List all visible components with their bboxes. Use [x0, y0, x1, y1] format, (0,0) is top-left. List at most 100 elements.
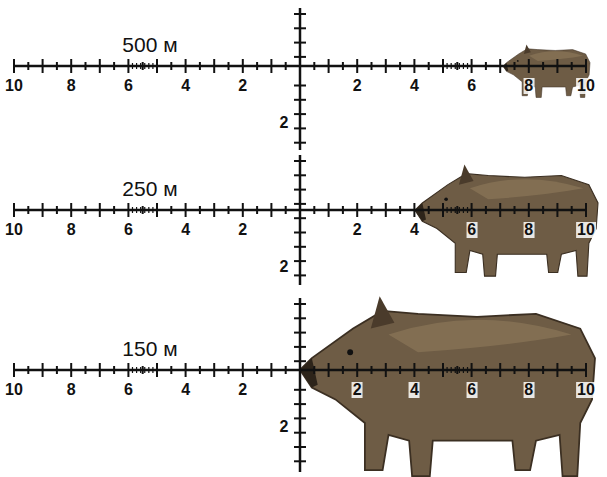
reticle-line — [144, 207, 145, 213]
reticle-line — [313, 62, 315, 70]
reticle-line — [542, 206, 544, 214]
reticle-line — [299, 203, 301, 217]
reticle-line — [270, 363, 272, 377]
scale-number: 4 — [409, 222, 420, 238]
reticle-line — [451, 207, 452, 213]
reticle-line — [556, 203, 558, 217]
reticle-line — [294, 160, 306, 162]
reticle-line — [571, 62, 573, 70]
reticle-line — [113, 366, 115, 374]
reticle-line — [256, 62, 258, 70]
reticle-line — [85, 366, 87, 374]
reticle-line — [294, 142, 306, 144]
reticle-line — [467, 207, 468, 213]
scale-number: 6 — [466, 222, 477, 238]
scale-number: 10 — [576, 78, 596, 94]
reticle-line — [127, 203, 129, 217]
reticle-line — [136, 63, 137, 69]
scale-number: 6 — [123, 222, 134, 238]
reticle-line — [148, 63, 149, 69]
reticle-line — [313, 206, 315, 214]
reticle-line — [13, 59, 15, 73]
reticle-line — [294, 317, 306, 319]
reticle-line — [156, 203, 158, 217]
reticle-line — [294, 174, 306, 176]
scale-number: 6 — [466, 78, 477, 94]
reticle-line — [499, 363, 501, 377]
reticle-line — [485, 366, 487, 374]
reticle-line — [299, 59, 301, 73]
reticle-line — [356, 203, 358, 217]
scale-number: 4 — [409, 382, 420, 398]
reticle-line — [27, 62, 29, 70]
reticle-line — [70, 203, 72, 217]
scale-number: 6 — [123, 382, 134, 398]
reticle-line — [113, 62, 115, 70]
scale-number: 2 — [279, 419, 290, 435]
reticle-line — [132, 63, 133, 69]
reticle-line — [199, 206, 201, 214]
reticle-line — [467, 63, 468, 69]
reticle-line — [242, 59, 244, 73]
reticle-line — [228, 62, 230, 70]
reticle-line — [446, 207, 447, 213]
reticle-line — [294, 446, 306, 448]
reticle-line — [463, 207, 464, 213]
scale-number: 8 — [66, 382, 77, 398]
reticle-line — [471, 59, 473, 73]
reticle-line — [294, 56, 306, 58]
reticle-line — [213, 59, 215, 73]
reticle-line — [270, 203, 272, 217]
reticle-line — [294, 432, 306, 434]
reticle-line — [294, 346, 306, 348]
reticle-line — [136, 367, 137, 373]
reticle-line — [156, 363, 158, 377]
reticle-line — [213, 363, 215, 377]
reticle-line — [342, 62, 344, 70]
reticle-line — [459, 207, 460, 213]
reticle-line — [342, 366, 344, 374]
reticle-line — [285, 366, 287, 374]
reticle-line — [371, 366, 373, 374]
reticle-line — [156, 367, 157, 373]
reticle-line — [140, 367, 141, 373]
reticle-line — [471, 363, 473, 377]
reticle-line — [156, 63, 157, 69]
reticle-line — [294, 217, 306, 219]
scale-number: 10 — [4, 78, 24, 94]
reticle-line — [144, 367, 145, 373]
reticle-line — [428, 62, 430, 70]
reticle-line — [27, 206, 29, 214]
reticle-line — [56, 206, 58, 214]
reticle-line — [442, 367, 443, 373]
reticle-line — [170, 206, 172, 214]
scale-number: 6 — [123, 78, 134, 94]
reticle-line — [514, 366, 516, 374]
reticle-line — [294, 460, 306, 462]
scale-number: 2 — [237, 382, 248, 398]
reticle-line — [132, 207, 133, 213]
reticle-line — [142, 366, 144, 374]
scale-number: 2 — [352, 78, 363, 94]
reticle-line — [85, 206, 87, 214]
reticle-line — [499, 59, 501, 73]
reticle-line — [556, 363, 558, 377]
reticle-line — [294, 203, 306, 205]
reticle-line — [228, 366, 230, 374]
reticle-line — [499, 203, 501, 217]
reticle-line — [413, 203, 415, 217]
reticle-line — [446, 63, 447, 69]
reticle-line — [294, 113, 306, 115]
reticle-line — [99, 59, 101, 73]
reticle-line — [328, 59, 330, 73]
scale-number: 8 — [523, 222, 534, 238]
reticle-line — [299, 363, 301, 377]
scale-number: 2 — [352, 382, 363, 398]
reticle-line — [471, 203, 473, 217]
reticle-line — [294, 42, 306, 44]
reticle-line — [514, 62, 516, 70]
reticle-line — [242, 203, 244, 217]
reticle-line — [270, 59, 272, 73]
reticle-line — [385, 363, 387, 377]
